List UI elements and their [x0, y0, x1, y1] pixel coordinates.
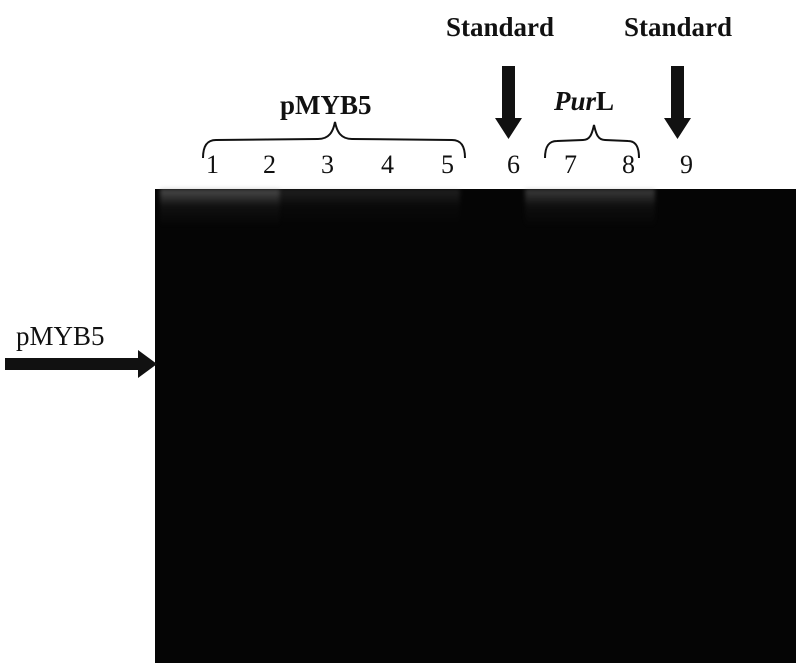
- lane-number-4: 4: [381, 150, 394, 179]
- well-glow-lanes-3-5: [280, 189, 460, 227]
- lane-number-5: 5: [441, 150, 454, 179]
- lane-number-7: 7: [564, 150, 577, 179]
- brace-purl: [544, 124, 640, 159]
- lane-number-3: 3: [321, 150, 334, 179]
- down-arrow-standard-6: [495, 66, 522, 139]
- well-glow-lanes-7-8: [525, 189, 655, 227]
- down-arrow-standard-9: [664, 66, 691, 139]
- lane-number-8: 8: [622, 150, 635, 179]
- lane-number-1: 1: [206, 150, 219, 179]
- group-label-purl-italic: Pur: [554, 86, 597, 116]
- lane-number-2: 2: [263, 150, 276, 179]
- group-label-purl: PurL: [554, 88, 614, 115]
- lane-number-9: 9: [680, 150, 693, 179]
- brace-pmyb5: [202, 121, 466, 159]
- standard-label-lane-6: Standard: [446, 12, 555, 42]
- lane-number-6: 6: [507, 150, 520, 179]
- standard-label-lane-9: Standard: [624, 12, 733, 42]
- side-label-pmyb5: pMYB5: [16, 321, 105, 351]
- right-arrow-pmyb5: [5, 350, 157, 378]
- gel-image: [155, 189, 796, 663]
- group-label-pmyb5: pMYB5: [280, 90, 372, 120]
- group-label-purl-suffix: L: [596, 86, 615, 116]
- well-glow-lanes-1-2: [160, 189, 280, 227]
